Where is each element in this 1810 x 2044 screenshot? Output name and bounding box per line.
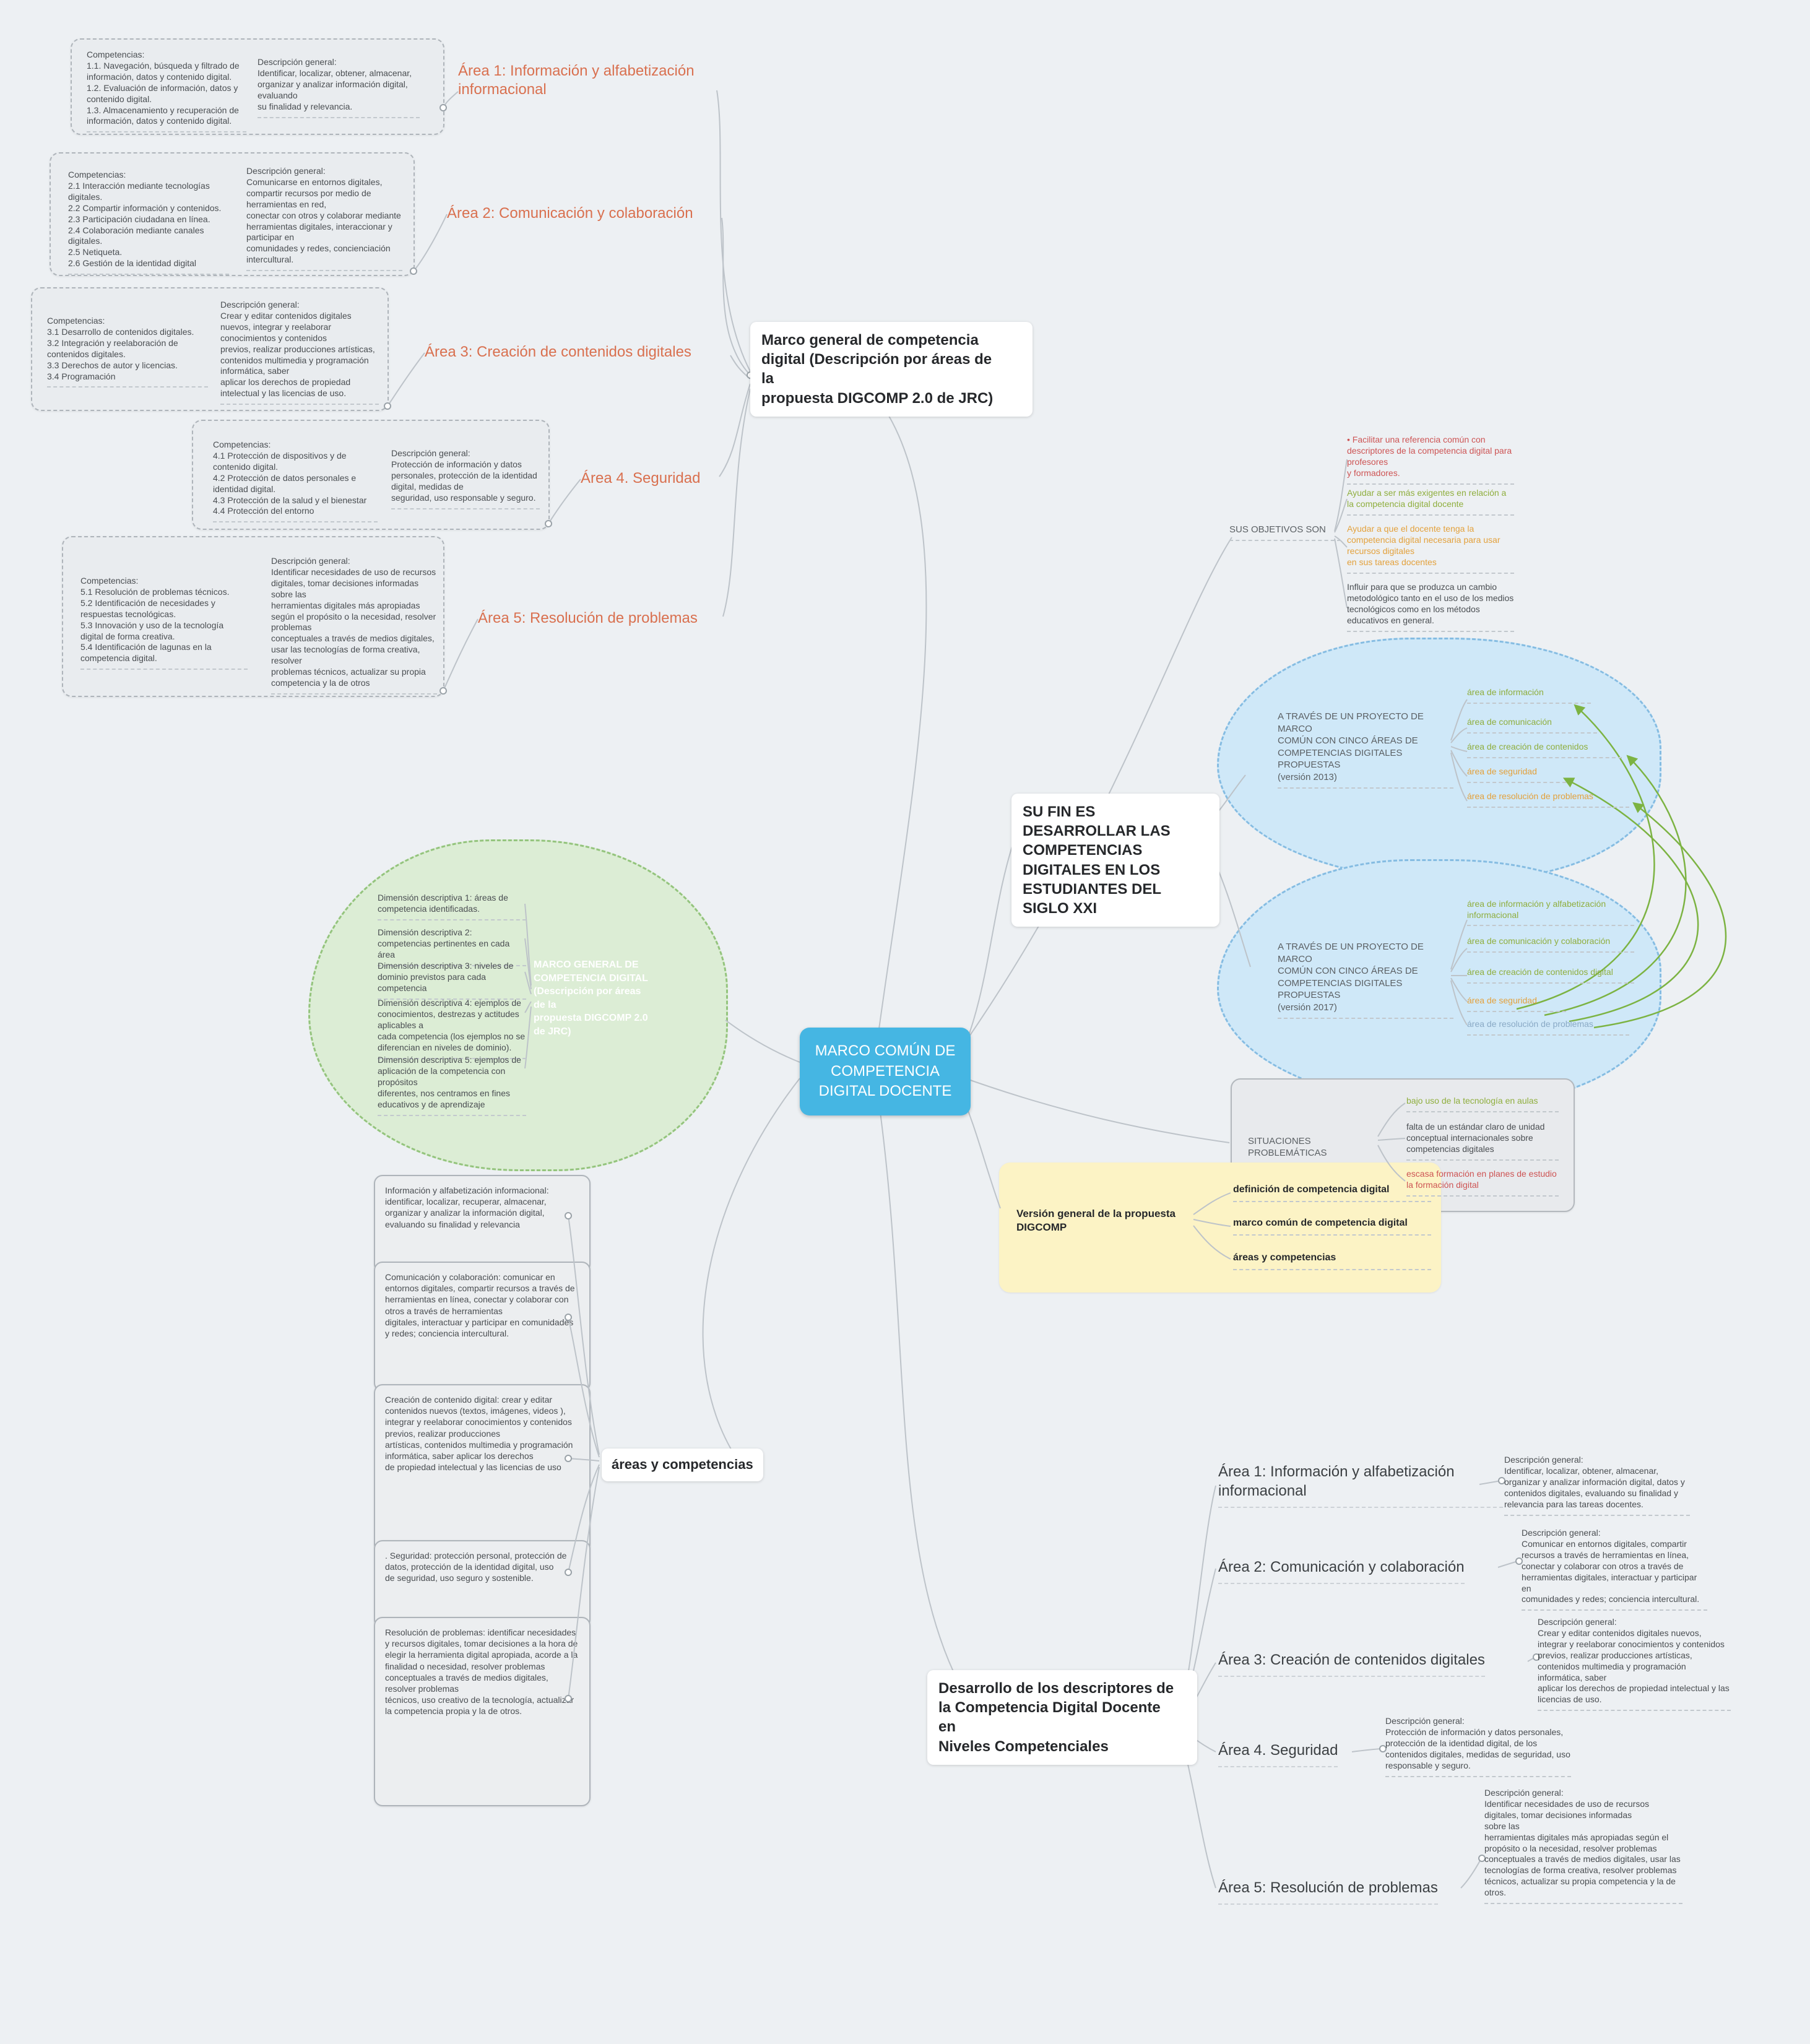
area3-details-box[interactable]: Competencias: 3.1 Desarrollo de contenid…	[31, 287, 389, 411]
dimension-item[interactable]: Dimensión descriptiva 2: competencias pe…	[378, 927, 526, 966]
desarrollo-area1-label[interactable]: Área 1: Información y alfabetización inf…	[1218, 1462, 1503, 1509]
situacion-item[interactable]: escasa formación en planes de estudio la…	[1406, 1169, 1559, 1197]
area4-competencias[interactable]: Competencias: 4.1 Protección de disposit…	[213, 440, 378, 523]
cloud-2017-item[interactable]: área de comunicación y colaboración	[1467, 936, 1634, 953]
marco-general-title[interactable]: Marco general de competencia digital (De…	[750, 322, 1033, 417]
area1-label[interactable]: Área 1: Información y alfabetización inf…	[458, 63, 695, 98]
area3-descripcion[interactable]: Descripción general: Crear y editar cont…	[220, 300, 379, 405]
desarrollo-area2-descripcion[interactable]: Descripción general: Comunicar en entorn…	[1522, 1528, 1707, 1611]
desarrollo-area1-descripcion[interactable]: Descripción general: Identificar, locali…	[1504, 1455, 1690, 1516]
area-competencia-item[interactable]: Resolución de problemas: identificar nec…	[374, 1617, 591, 1806]
dimension-item[interactable]: Dimensión descriptiva 1: áreas de compet…	[378, 893, 526, 920]
version-item[interactable]: definición de competencia digital	[1233, 1184, 1431, 1202]
cloud-2017-item[interactable]: área de seguridad	[1467, 995, 1566, 1012]
marco-cloud-title[interactable]: MARCO GENERAL DE COMPETENCIA DIGITAL (De…	[534, 959, 648, 1037]
cloud-2013-item[interactable]: área de creación de contenidos	[1467, 742, 1622, 758]
area4-details-box[interactable]: Competencias: 4.1 Protección de disposit…	[192, 420, 550, 530]
dimension-item[interactable]: Dimensión descriptiva 3: niveles de domi…	[378, 961, 526, 1000]
desarrollo-area3-descripcion[interactable]: Descripción general: Crear y editar cont…	[1538, 1617, 1731, 1712]
desarrollo-area2-label[interactable]: Área 2: Comunicación y colaboración	[1218, 1557, 1465, 1585]
version-item[interactable]: áreas y competencias	[1233, 1252, 1431, 1270]
cloud-2013-item[interactable]: área de comunicación	[1467, 717, 1597, 734]
area1-descripcion[interactable]: Descripción general: Identificar, locali…	[258, 57, 420, 118]
area-competencia-item[interactable]: Creación de contenido digital: crear y e…	[374, 1384, 591, 1552]
area1-details-box[interactable]: Competencias: 1.1. Navegación, búsqueda …	[71, 38, 444, 135]
area-competencia-item[interactable]: . Seguridad: protección personal, protec…	[374, 1540, 591, 1628]
situacion-item[interactable]: bajo uso de la tecnología en aulas	[1406, 1096, 1559, 1112]
cloud-2013-label[interactable]: A TRAVÉS DE UN PROYECTO DE MARCO COMÚN C…	[1278, 711, 1453, 789]
desarrollo-title[interactable]: Desarrollo de los descriptores de la Com…	[927, 1670, 1197, 1765]
area2-label[interactable]: Área 2: Comunicación y colaboración	[447, 205, 693, 222]
desarrollo-area5-label[interactable]: Área 5: Resolución de problemas	[1218, 1878, 1438, 1905]
area4-descripcion[interactable]: Descripción general: Protección de infor…	[391, 448, 540, 509]
area5-label[interactable]: Área 5: Resolución de problemas	[478, 610, 698, 626]
area2-descripcion[interactable]: Descripción general: Comunicarse en ento…	[246, 166, 402, 272]
objetivo-item[interactable]: • Facilitar una referencia común con des…	[1347, 435, 1514, 485]
cloud-2013-item[interactable]: área de seguridad	[1467, 766, 1566, 783]
cloud-2017-item[interactable]: área de creación de contenidos digital	[1467, 967, 1634, 984]
cloud-marco-general[interactable]	[308, 839, 728, 1171]
fin-label[interactable]: SU FIN ES DESARROLLAR LAS COMPETENCIAS D…	[1011, 794, 1219, 927]
area3-label[interactable]: Área 3: Creación de contenidos digitales	[425, 344, 691, 360]
dimension-item[interactable]: Dimensión descriptiva 4: ejemplos de con…	[378, 998, 526, 1059]
cloud-2013-item[interactable]: área de información	[1467, 687, 1591, 704]
area2-details-box[interactable]: Competencias: 2.1 Interacción mediante t…	[50, 152, 415, 276]
area-competencia-item[interactable]: Comunicación y colaboración: comunicar e…	[374, 1262, 591, 1392]
area5-descripcion[interactable]: Descripción general: Identificar necesid…	[271, 556, 437, 695]
area5-competencias[interactable]: Competencias: 5.1 Resolución de problema…	[80, 576, 248, 670]
objetivo-item[interactable]: Ayudar a que el docente tenga la compete…	[1347, 524, 1514, 574]
area1-competencias[interactable]: Competencias: 1.1. Navegación, búsqueda …	[87, 50, 246, 133]
cloud-2013-item[interactable]: área de resolución de problemas	[1467, 791, 1629, 808]
cloud-2017-item[interactable]: área de información y alfabetización inf…	[1467, 899, 1634, 926]
cloud-2017-label[interactable]: A TRAVÉS DE UN PROYECTO DE MARCO COMÚN C…	[1278, 941, 1453, 1019]
area5-details-box[interactable]: Competencias: 5.1 Resolución de problema…	[62, 536, 444, 697]
desarrollo-area5-descripcion[interactable]: Descripción general: Identificar necesid…	[1484, 1788, 1682, 1905]
area4-label[interactable]: Área 4. Seguridad	[581, 470, 701, 487]
areas-competencias-label[interactable]: áreas y competencias	[602, 1449, 763, 1481]
situaciones-label[interactable]: SITUACIONES PROBLEMÁTICAS	[1248, 1136, 1327, 1159]
desarrollo-area4-descripcion[interactable]: Descripción general: Protección de infor…	[1385, 1716, 1571, 1777]
area-competencia-item[interactable]: Información y alfabetización informacion…	[374, 1175, 591, 1273]
area2-competencias[interactable]: Competencias: 2.1 Interacción mediante t…	[68, 170, 229, 275]
situacion-item[interactable]: falta de un estándar claro de unidad con…	[1406, 1122, 1559, 1161]
desarrollo-area3-label[interactable]: Área 3: Creación de contenidos digitales	[1218, 1650, 1485, 1678]
central-node[interactable]: MARCO COMÚN DE COMPETENCIA DIGITAL DOCEN…	[800, 1028, 971, 1115]
cloud-2017-item[interactable]: área de resolución de problemas	[1467, 1019, 1629, 1036]
objetivo-item[interactable]: Influir para que se produzca un cambio m…	[1347, 582, 1514, 632]
objetivos-label[interactable]: SUS OBJETIVOS SON	[1229, 524, 1341, 542]
dimension-item[interactable]: Dimensión descriptiva 5: ejemplos de apl…	[378, 1055, 526, 1116]
desarrollo-area4-label[interactable]: Área 4. Seguridad	[1218, 1741, 1338, 1768]
area3-competencias[interactable]: Competencias: 3.1 Desarrollo de contenid…	[47, 316, 208, 388]
version-label[interactable]: Versión general de la propuesta DIGCOMP	[1016, 1208, 1176, 1234]
version-item[interactable]: marco común de competencia digital	[1233, 1217, 1431, 1236]
objetivo-item[interactable]: Ayudar a ser más exigentes en relación a…	[1347, 488, 1514, 516]
